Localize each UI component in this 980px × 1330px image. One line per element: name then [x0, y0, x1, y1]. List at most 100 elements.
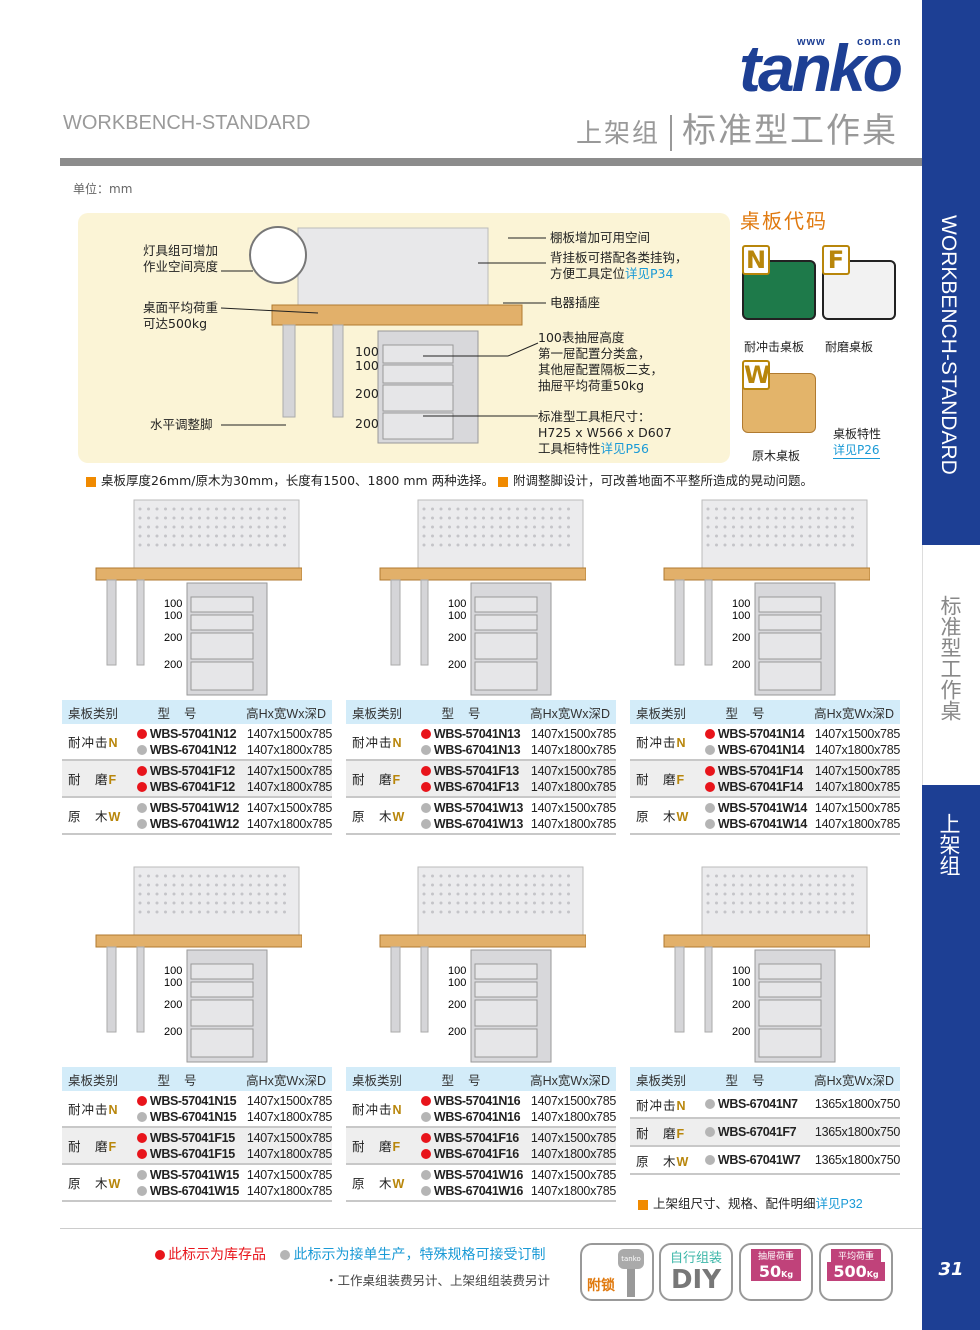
model-number: WBS-67041F7: [717, 1125, 797, 1139]
order-dot-icon: [280, 1250, 291, 1260]
pegboard-link[interactable]: 详见P34: [625, 266, 674, 281]
model-number: WBS-67041W13: [433, 816, 523, 831]
dimensions: 1407x1800x785: [530, 1183, 616, 1198]
board-category: 原 木W: [68, 1177, 122, 1191]
cabinet-link[interactable]: 详见P56: [600, 441, 649, 456]
dimensions: 1407x1800x785: [814, 816, 900, 831]
page-number: 31: [938, 1259, 964, 1280]
dimensions: 1407x1800x785: [814, 742, 900, 757]
page-title-en: WORKBENCH-STANDARD: [63, 112, 311, 134]
board-n-label: 耐冲击桌板: [744, 340, 805, 354]
board-category: 耐 磨F: [352, 773, 402, 787]
model-number: WBS-67041F14: [717, 779, 803, 794]
stock-dot-icon: [420, 1095, 431, 1106]
dimensions: 1407x1500x785: [530, 800, 616, 815]
dimensions: 1407x1500x785: [246, 763, 332, 778]
stock-dot-icon: [136, 781, 147, 792]
dimensions: 1407x1500x785: [246, 1093, 332, 1108]
model-number: WBS-67041W12: [149, 816, 239, 831]
stock-dot-icon: [136, 1132, 147, 1143]
board-category: 原 木W: [68, 810, 122, 824]
board-category: 耐冲击N: [352, 1103, 403, 1117]
model-number: WBS-67041N12: [149, 742, 237, 757]
diy-label: DIY: [670, 1265, 722, 1295]
rack-note: 上架组尺寸、规格、配件明细详见P32: [630, 1193, 900, 1212]
dimensions: 1407x1500x785: [246, 726, 332, 741]
model-number: WBS-67041F13: [433, 779, 519, 794]
dimensions: 1407x1500x785: [530, 763, 616, 778]
page-title-cn: 上架组标准型工作桌: [576, 103, 898, 152]
drawer-height: 100: [355, 358, 379, 373]
drawer-height: 200: [448, 659, 466, 671]
dimensions: 1407x1800x785: [246, 1146, 332, 1161]
order-dot-icon: [136, 1111, 147, 1122]
board-category: 原 木W: [352, 810, 406, 824]
order-dot-icon: [704, 802, 715, 813]
table-row[interactable]: WBS-67041N7 1365x1800x750: [704, 1096, 900, 1112]
table-row[interactable]: WBS-67041W14 1407x1800x785: [704, 816, 900, 832]
dimensions: 1407x1500x785: [246, 800, 332, 815]
model-number: WBS-67041N15: [149, 1109, 237, 1124]
feature-diagram: 灯具组可增加 作业空间亮度 桌面平均荷重 可达500kg 水平调整脚 棚板增加可…: [78, 213, 730, 463]
model-number: WBS-57041N16: [433, 1093, 521, 1108]
drawer-height: 100: [732, 965, 750, 977]
drawer-height: 200: [164, 999, 182, 1011]
board-feature-link[interactable]: 详见P26: [833, 443, 880, 459]
drawer-height: 200: [448, 1026, 466, 1038]
board-codes: 桌板代码 N 耐冲击桌板 F 耐磨桌板 W 原木桌板 桌板特性 详见P26: [740, 205, 900, 465]
rack-note-link[interactable]: 详见P32: [815, 1197, 863, 1211]
dimensions: 1407x1800x785: [530, 1146, 616, 1161]
dimensions: 1407x1500x785: [814, 726, 900, 741]
callout-load: 桌面平均荷重 可达500kg: [143, 300, 219, 331]
board-category: 耐 磨F: [352, 1140, 402, 1154]
model-number: WBS-67041N7: [717, 1097, 798, 1111]
dimensions: 1365x1800x750: [814, 1097, 900, 1111]
board-category: 耐冲击N: [636, 1098, 687, 1113]
dimensions: 1407x1500x785: [530, 1167, 616, 1182]
order-dot-icon: [136, 802, 147, 813]
board-w-code: W: [742, 360, 771, 390]
model-number: WBS-67041W14: [717, 816, 807, 831]
drawer-height: 200: [355, 386, 379, 401]
